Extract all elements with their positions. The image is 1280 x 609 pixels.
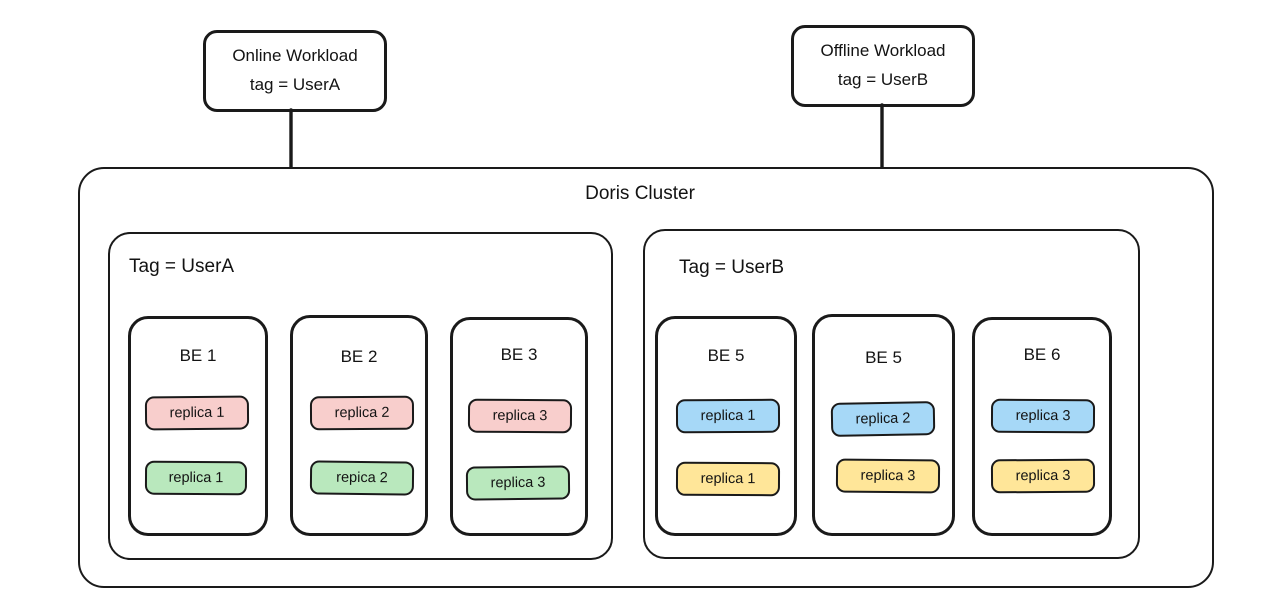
callout-online-title: Online Workload [232,46,358,66]
tag-group-userb-label: Tag = UserB [679,257,785,278]
be-label-be6: BE 6 [1023,345,1061,364]
tag-group-usera-label: Tag = UserA [129,256,235,277]
replica-chip[interactable]: replica 2 [309,395,415,431]
callout-offline-tag: tag = UserB [837,70,929,89]
replica-chip[interactable]: repica 2 [309,460,415,496]
replica-chip[interactable]: replica 3 [990,398,1096,434]
replica-chip[interactable]: replica 2 [830,401,936,437]
replica-chip[interactable]: replica 3 [835,458,941,494]
replica-chip[interactable]: replica 3 [465,465,571,501]
callout-offline-title: Offline Workload [820,41,946,61]
callout-online-workload[interactable]: Online Workload tag = UserA [203,30,387,112]
be-label-be1: BE 1 [179,346,217,365]
replica-chip[interactable]: replica 1 [675,398,781,434]
be-label-be5-b: BE 5 [865,348,902,367]
callout-offline-workload[interactable]: Offline Workload tag = UserB [791,25,975,107]
replica-chip[interactable]: replica 3 [990,458,1096,494]
be-label-be3: BE 3 [500,345,538,364]
cluster-title: Doris Cluster [585,183,695,204]
replica-chip[interactable]: replica 3 [467,398,573,434]
callout-online-tag: tag = UserA [249,75,341,94]
be-label-be2: BE 2 [340,347,378,366]
replica-chip[interactable]: replica 1 [144,460,248,496]
be-label-be5-a: BE 5 [707,346,745,365]
replica-chip[interactable]: replica 1 [144,395,250,431]
replica-chip[interactable]: replica 1 [675,461,781,497]
